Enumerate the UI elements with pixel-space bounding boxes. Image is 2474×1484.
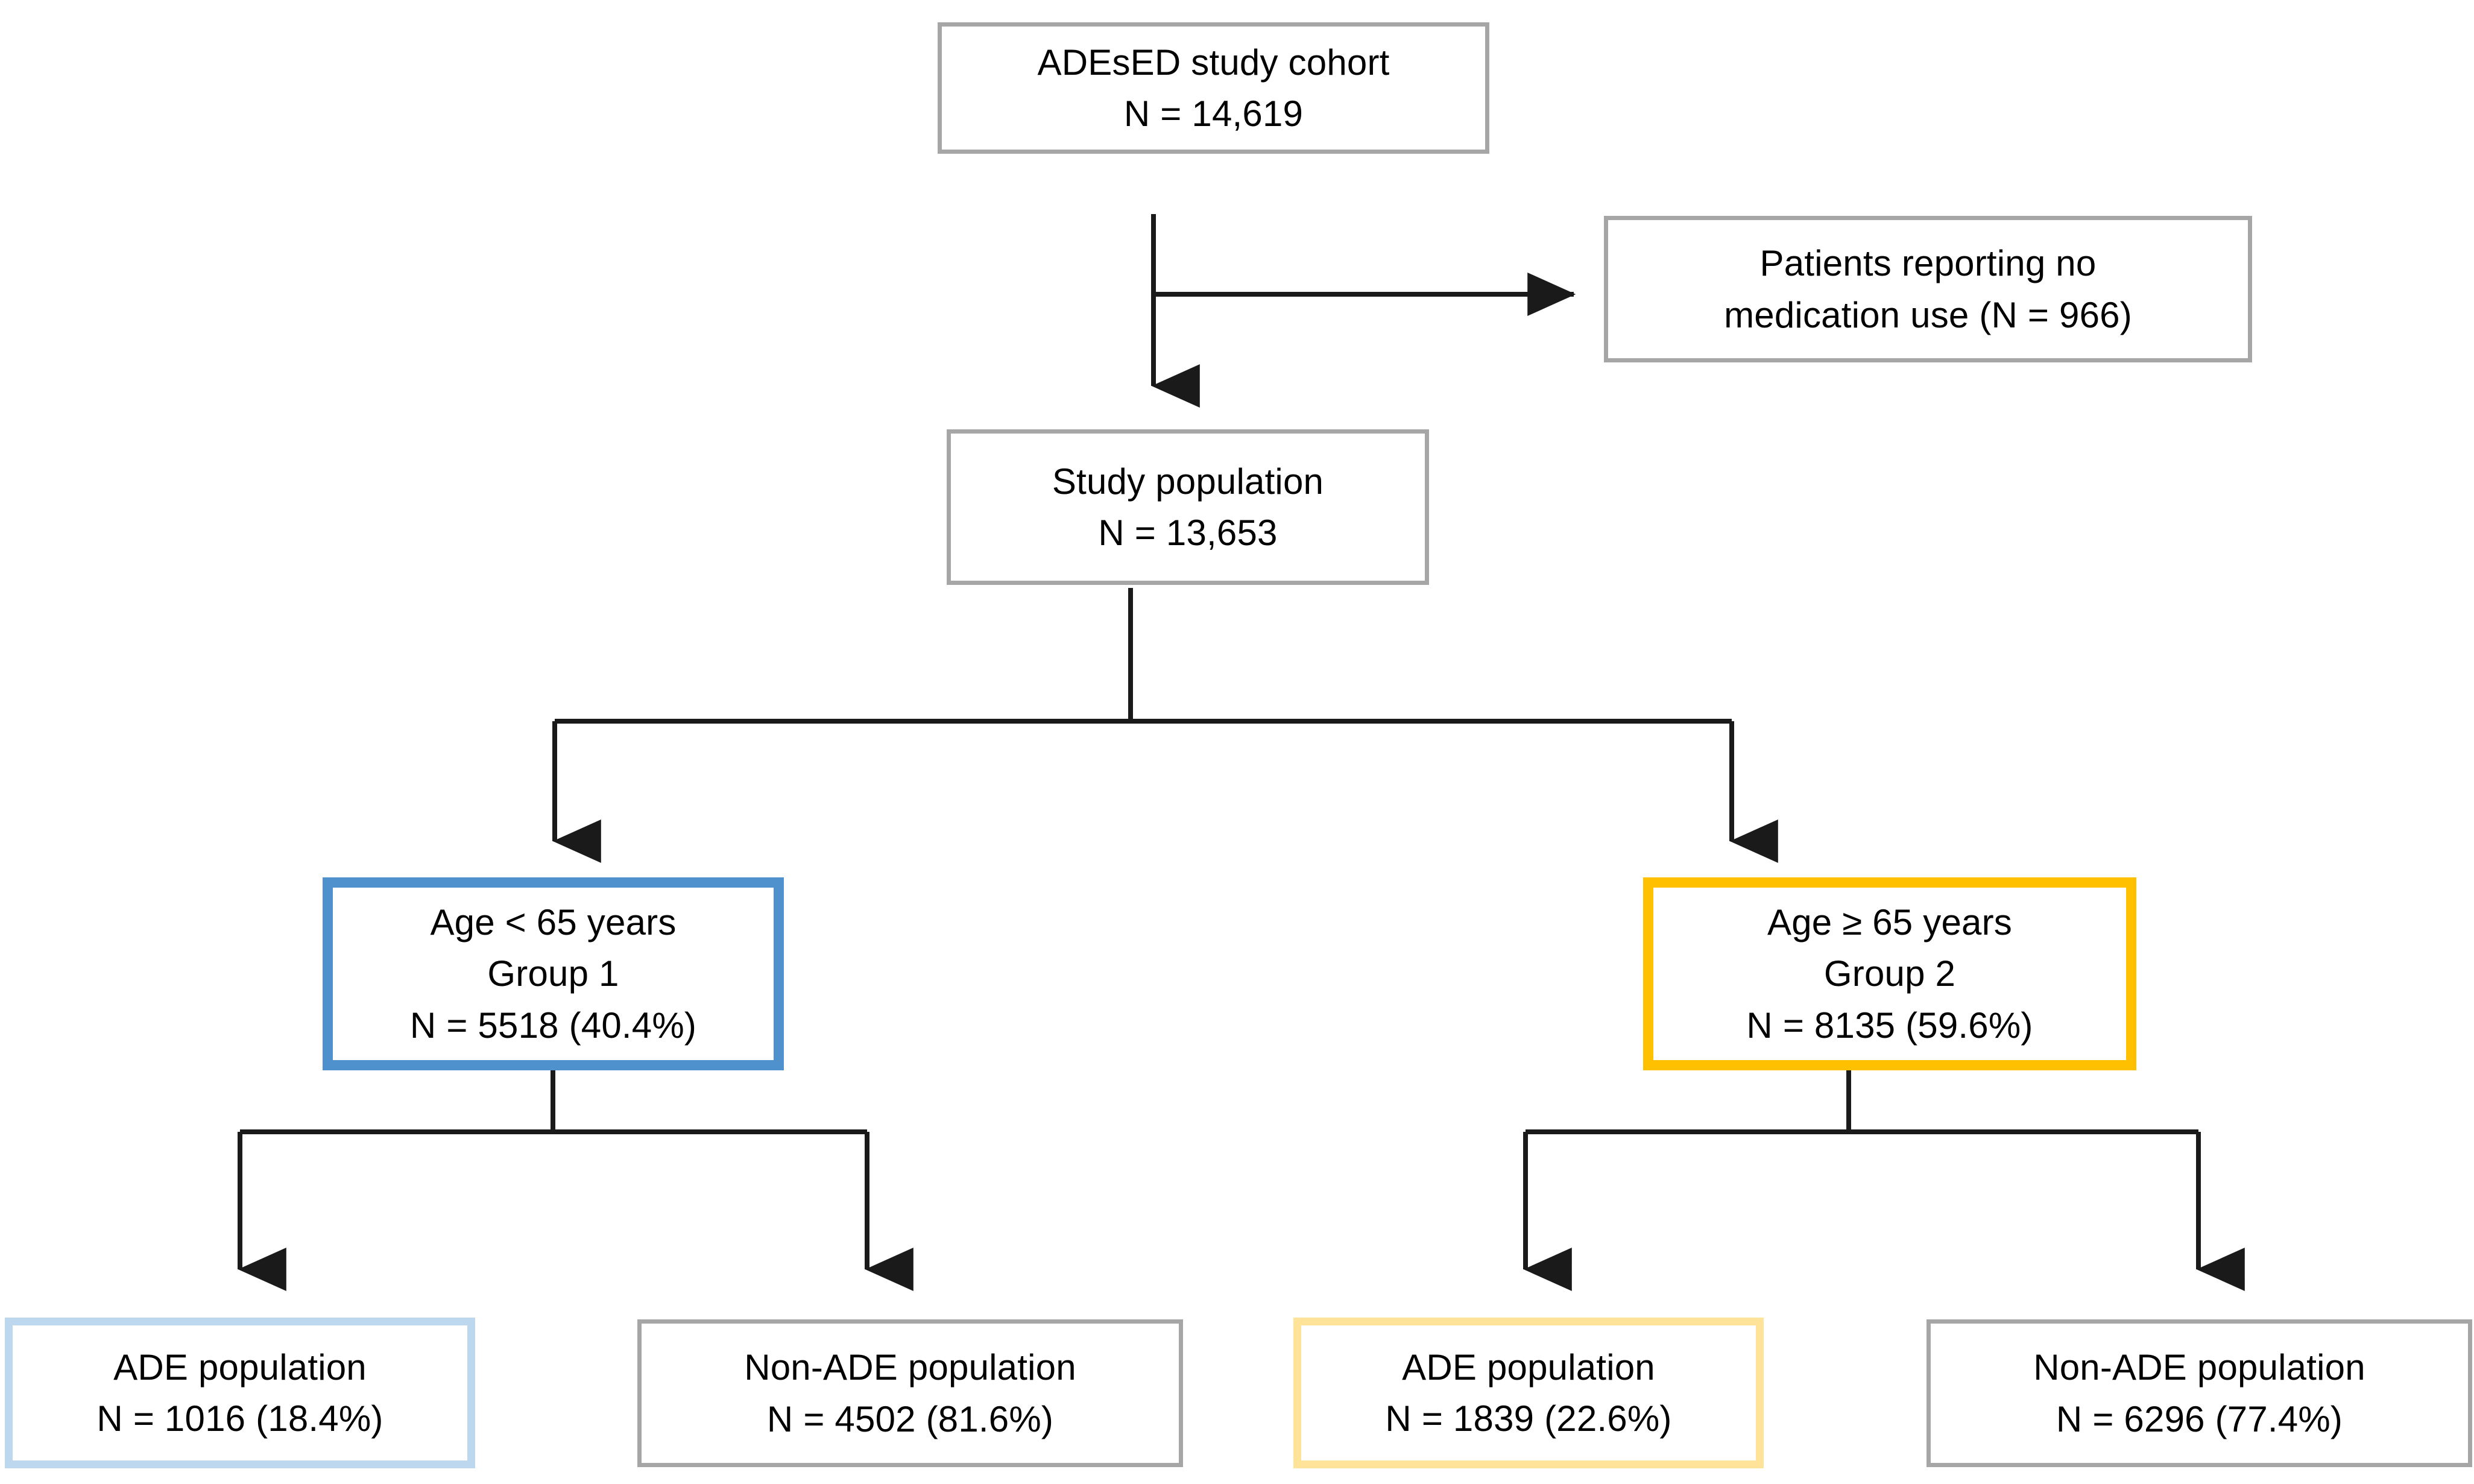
node-group1-non-ade-population: Non-ADE population N = 4502 (81.6%) bbox=[637, 1319, 1183, 1467]
node-excluded-patients: Patients reporting no medication use (N … bbox=[1604, 216, 2252, 362]
node-group2-ade-population-line2: N = 1839 (22.6%) bbox=[1385, 1398, 1672, 1439]
node-group1: Age < 65 years Group 1 N = 5518 (40.4%) bbox=[323, 877, 784, 1070]
node-group1-line1: Age < 65 years bbox=[430, 902, 677, 943]
node-group2-non-ade-population-line2: N = 6296 (77.4%) bbox=[2056, 1398, 2343, 1439]
node-excluded-patients-line1: Patients reporting no bbox=[1759, 243, 2097, 284]
node-group2-line1: Age ≥ 65 years bbox=[1767, 902, 2012, 943]
node-study-cohort: ADEsED study cohort N = 14,619 bbox=[938, 22, 1489, 154]
node-group2: Age ≥ 65 years Group 2 N = 8135 (59.6%) bbox=[1643, 877, 2136, 1070]
node-study-population: Study population N = 13,653 bbox=[947, 429, 1429, 585]
node-excluded-patients-line2: medication use (N = 966) bbox=[1724, 294, 2132, 335]
node-group1-ade-population: ADE population N = 1016 (18.4%) bbox=[5, 1318, 475, 1468]
node-group1-non-ade-population-line1: Non-ADE population bbox=[744, 1347, 1076, 1388]
node-group1-line3: N = 5518 (40.4%) bbox=[409, 1005, 697, 1046]
node-group1-line2: Group 1 bbox=[487, 953, 619, 994]
node-group1-non-ade-population-line2: N = 4502 (81.6%) bbox=[766, 1398, 1054, 1439]
node-group2-ade-population: ADE population N = 1839 (22.6%) bbox=[1293, 1318, 1764, 1468]
node-group2-line3: N = 8135 (59.6%) bbox=[1746, 1005, 2033, 1046]
node-study-cohort-line1: ADEsED study cohort bbox=[1037, 42, 1390, 83]
node-group1-ade-population-line2: N = 1016 (18.4%) bbox=[96, 1398, 383, 1439]
node-group2-ade-population-line1: ADE population bbox=[1402, 1347, 1655, 1388]
node-study-population-line1: Study population bbox=[1052, 461, 1324, 502]
node-study-population-line2: N = 13,653 bbox=[1098, 513, 1278, 553]
node-group2-non-ade-population-line1: Non-ADE population bbox=[2033, 1347, 2365, 1388]
node-group1-ade-population-line1: ADE population bbox=[113, 1347, 367, 1388]
node-group2-non-ade-population: Non-ADE population N = 6296 (77.4%) bbox=[1927, 1319, 2472, 1467]
node-group2-line2: Group 2 bbox=[1823, 953, 1956, 994]
node-study-cohort-line2: N = 14,619 bbox=[1123, 93, 1304, 134]
